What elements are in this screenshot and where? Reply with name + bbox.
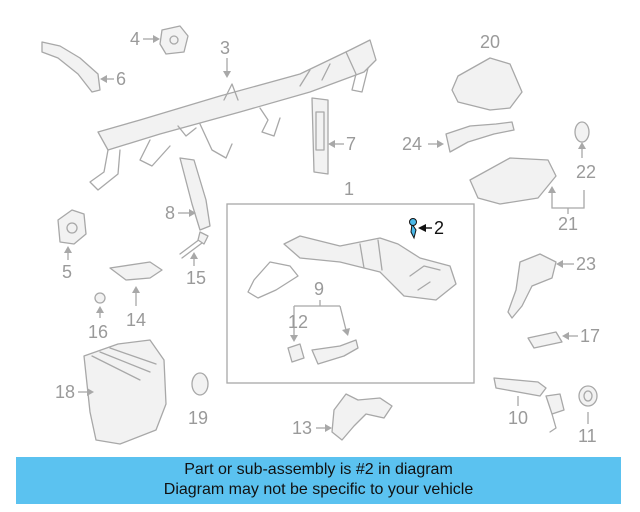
callout-23: 23: [576, 254, 596, 274]
part-4-clip[interactable]: [159, 25, 189, 55]
part-20-shroud[interactable]: [451, 57, 523, 111]
info-banner: Part or sub-assembly is #2 in diagram Di…: [16, 457, 621, 504]
callout-16: 16: [88, 322, 108, 342]
part-3-cross-beam[interactable]: [89, 39, 377, 191]
part-7-plate[interactable]: [311, 97, 329, 175]
part-1-steering-column[interactable]: [247, 235, 457, 301]
callout-18: 18: [55, 382, 75, 402]
part-24-switch[interactable]: [445, 121, 515, 153]
banner-line-2: Diagram may not be specific to your vehi…: [163, 481, 474, 498]
part-8-support[interactable]: [179, 157, 211, 231]
part-11-washer[interactable]: [578, 385, 598, 407]
part-9-lever[interactable]: [311, 339, 359, 365]
callout-3: 3: [220, 38, 230, 58]
assembly-1-frame: [226, 203, 475, 384]
part-13-bracket[interactable]: [331, 393, 393, 441]
part-23-switch[interactable]: [507, 253, 557, 319]
callout-22: 22: [576, 162, 596, 182]
part-19-ring[interactable]: [191, 372, 209, 396]
callout-9: 9: [314, 279, 324, 299]
callout-8: 8: [165, 203, 175, 223]
callout-12: 12: [288, 312, 308, 332]
banner-line-1: Part or sub-assembly is #2 in diagram: [184, 461, 453, 478]
callout-5: 5: [62, 262, 72, 282]
callout-15: 15: [186, 268, 206, 288]
part-16-washer[interactable]: [94, 292, 106, 304]
part-21-housing[interactable]: [469, 157, 557, 205]
part-12-bushing[interactable]: [287, 343, 305, 363]
part-5-knob[interactable]: [57, 209, 87, 245]
part-10-lock-cylinder[interactable]: [493, 377, 565, 433]
parts-diagram: 6 4 3 7 8 5: [41, 25, 600, 446]
callout-7: 7: [346, 134, 356, 154]
callout-1: 1: [344, 179, 354, 199]
callout-19: 19: [188, 408, 208, 428]
callout-21: 21: [558, 214, 578, 234]
part-14-lever[interactable]: [109, 261, 163, 281]
callout-10: 10: [508, 408, 528, 428]
callout-4: 4: [130, 29, 140, 49]
callout-24: 24: [402, 134, 422, 154]
part-17-plate[interactable]: [527, 331, 563, 349]
callout-13: 13: [292, 418, 312, 438]
callout-6: 6: [116, 69, 126, 89]
callout-11: 11: [578, 426, 597, 446]
callout-14: 14: [126, 310, 146, 330]
callout-2: 2: [434, 218, 444, 238]
part-15-bolt[interactable]: [179, 231, 209, 259]
part-6-bracket[interactable]: [41, 41, 101, 93]
callout-17: 17: [580, 326, 600, 346]
part-2-screw[interactable]: [409, 218, 417, 240]
part-22-ring[interactable]: [574, 121, 590, 143]
part-18-cover[interactable]: [83, 339, 167, 445]
callout-20: 20: [480, 32, 500, 52]
